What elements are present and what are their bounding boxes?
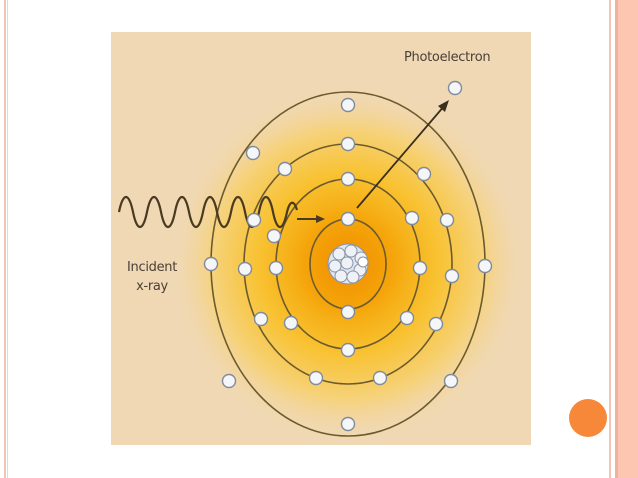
slide-border-right-thin [609, 0, 611, 478]
slide-border-left-inner [7, 0, 8, 478]
photoelectron-arrowhead [438, 100, 449, 112]
incident-xray-label: Incident x-ray [127, 258, 177, 296]
photoelectron-label: Photoelectron [404, 50, 491, 65]
electrons [203, 80, 493, 432]
incident-label-line2: x-ray [136, 279, 168, 294]
photoelectron-path [356, 104, 446, 209]
atom-diagram-image: Photoelectron Incident x-ray [111, 32, 531, 445]
nucleus [327, 243, 369, 285]
incident-xray-wave [117, 195, 299, 229]
atom-diagram-svg [111, 32, 531, 445]
incident-arrowhead [316, 215, 325, 223]
incident-label-line1: Incident [127, 260, 178, 275]
orange-circle-decoration [569, 399, 607, 437]
slide-border-right-mid [615, 0, 618, 478]
slide-border-left [4, 0, 6, 478]
slide-border-right-band [618, 0, 638, 478]
